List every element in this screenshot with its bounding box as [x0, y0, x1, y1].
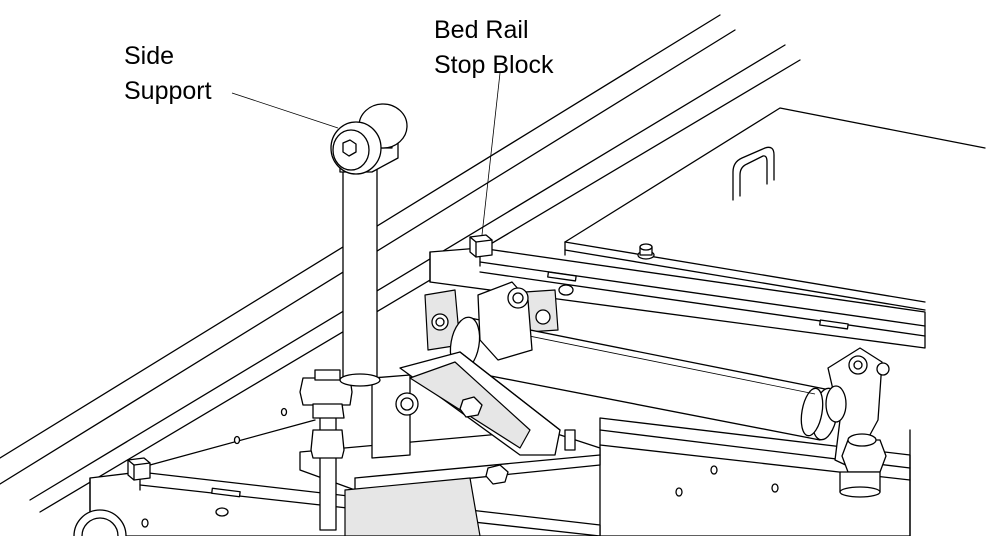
- bracket-assembly: [299, 351, 601, 536]
- side-support-leader: [231, 92, 339, 129]
- stop-block-label-line1: Bed Rail: [434, 16, 529, 44]
- actuator-cylinder: [449, 281, 890, 469]
- mounting-plates: [424, 289, 559, 351]
- stop-block-label-line2: Stop Block: [434, 51, 554, 79]
- adjuster-rod: [299, 369, 353, 531]
- platform-bolt: [637, 243, 655, 260]
- wheel: [73, 509, 127, 536]
- right-bolt: [839, 433, 887, 498]
- stop-block-upper: [469, 234, 493, 258]
- side-support-label-line1: Side: [124, 42, 174, 70]
- top-platform: [564, 107, 986, 311]
- handle: [732, 146, 775, 201]
- side-support-post: [330, 103, 408, 387]
- stop-block-lower: [127, 457, 151, 481]
- left-frame: [149, 407, 316, 466]
- stop-block-leader: [481, 72, 501, 236]
- side-support-label-line2: Support: [124, 77, 212, 105]
